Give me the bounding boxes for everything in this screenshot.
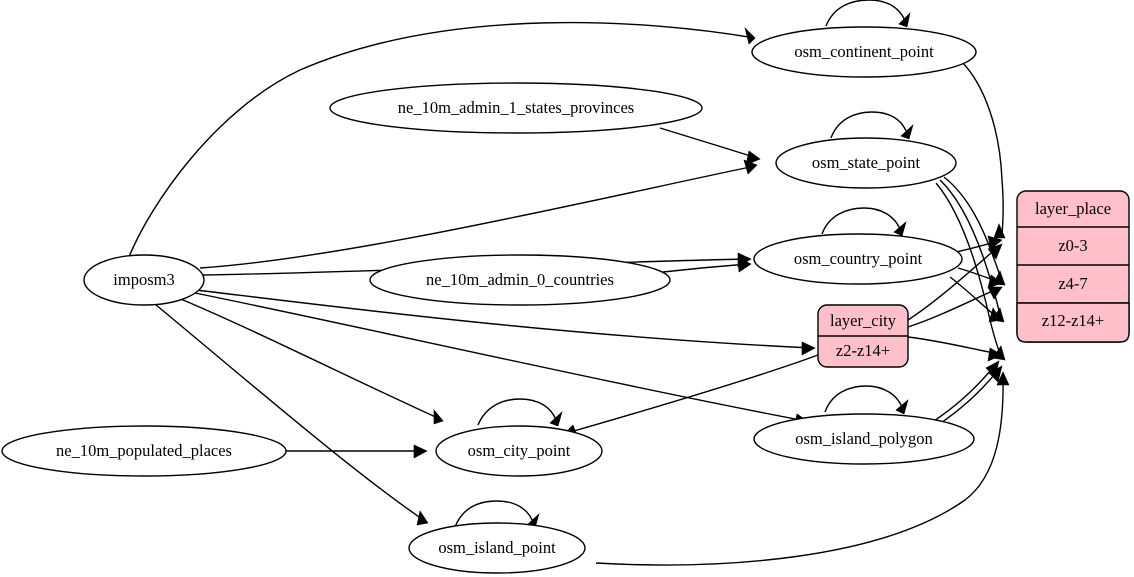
record-layer-city-row-z2-z14[interactable]: z2-z14+	[836, 341, 890, 360]
node-ne-countries-label: ne_10m_admin_0_countries	[426, 270, 614, 289]
edge-island-polygon-to-layer-place-z12-z14	[925, 360, 1000, 427]
edge-continent-self-loop	[825, 0, 911, 28]
node-ne-places-label: ne_10m_populated_places	[56, 441, 232, 460]
node-island-polygon-label: osm_island_polygon	[795, 429, 933, 448]
record-layer-city[interactable]: layer_city z2-z14+	[817, 304, 909, 368]
edge-country-to-layer-place-z8-11	[949, 276, 1002, 323]
node-imposm3[interactable]: imposm3	[83, 254, 205, 306]
edge-layer-city-to-layer-place-z4-7	[907, 286, 1003, 328]
edge-imposm3-to-layer-city	[195, 289, 816, 356]
edge-imposm3-to-island-polygon	[189, 291, 810, 429]
node-country-label: osm_country_point	[794, 249, 923, 268]
edge-country-to-layer-place-z0-3	[955, 235, 1003, 253]
node-island-point-label: osm_island_point	[438, 538, 556, 557]
edge-ne-states-to-state	[659, 127, 761, 166]
edge-country-self-loop	[821, 207, 907, 237]
node-osm-state-point[interactable]: osm_state_point	[775, 137, 957, 189]
edge-imposm3-to-state	[199, 159, 758, 269]
node-ne-10m-admin-0-countries[interactable]: ne_10m_admin_0_countries	[369, 254, 671, 306]
edge-imposm3-to-continent	[128, 21, 756, 258]
edge-continent-to-layer-place-z0-3	[961, 61, 1006, 239]
node-continent-label: osm_continent_point	[794, 42, 934, 61]
edge-state-self-loop	[830, 111, 914, 140]
node-city-label: osm_city_point	[468, 441, 571, 460]
record-layer-place-row-z4-7[interactable]: z4-7	[1058, 274, 1087, 293]
record-layer-place-title: layer_place	[1035, 199, 1111, 218]
edge-island-polygon-self-loop	[824, 385, 909, 415]
edge-layer	[128, 0, 1010, 566]
edge-city-self-loop	[477, 398, 563, 427]
node-ne-10m-populated-places[interactable]: ne_10m_populated_places	[1, 425, 287, 477]
edge-layer-city-to-layer-place-z0-3	[907, 243, 1003, 321]
node-osm-city-point[interactable]: osm_city_point	[435, 425, 603, 477]
node-ne-states-label: ne_10m_admin_1_states_provinces	[398, 98, 634, 117]
record-layer-place-row-z12-z14[interactable]: z12-z14+	[1042, 311, 1104, 330]
edge-imposm3-to-island-point	[149, 299, 429, 526]
node-ne-10m-admin-1-states-provinces[interactable]: ne_10m_admin_1_states_provinces	[329, 82, 703, 134]
edge-ne-places-to-city	[285, 444, 428, 459]
edge-island-point-to-layer-place-z12-z14	[595, 371, 1010, 566]
edge-layer-city-to-layer-place-z12-z14	[907, 336, 1003, 362]
node-layer: imposm3 ne_10m_admin_1_states_provinces …	[1, 26, 1130, 574]
node-osm-continent-point[interactable]: osm_continent_point	[751, 26, 977, 78]
record-layer-place-row-z0-3[interactable]: z0-3	[1058, 236, 1087, 255]
node-osm-country-point[interactable]: osm_country_point	[753, 233, 963, 285]
node-imposm3-label: imposm3	[113, 270, 174, 289]
node-state-label: osm_state_point	[812, 153, 921, 172]
record-layer-city-title: layer_city	[830, 311, 897, 330]
edge-imposm3-to-city	[175, 296, 444, 425]
node-osm-island-point[interactable]: osm_island_point	[408, 522, 586, 574]
node-osm-island-polygon[interactable]: osm_island_polygon	[753, 413, 975, 465]
record-layer-place-last-row[interactable]: z12-z14+	[1016, 302, 1130, 343]
edge-ne-countries-to-country	[662, 257, 752, 273]
edge-country-to-layer-place-z4-7	[957, 267, 1003, 289]
